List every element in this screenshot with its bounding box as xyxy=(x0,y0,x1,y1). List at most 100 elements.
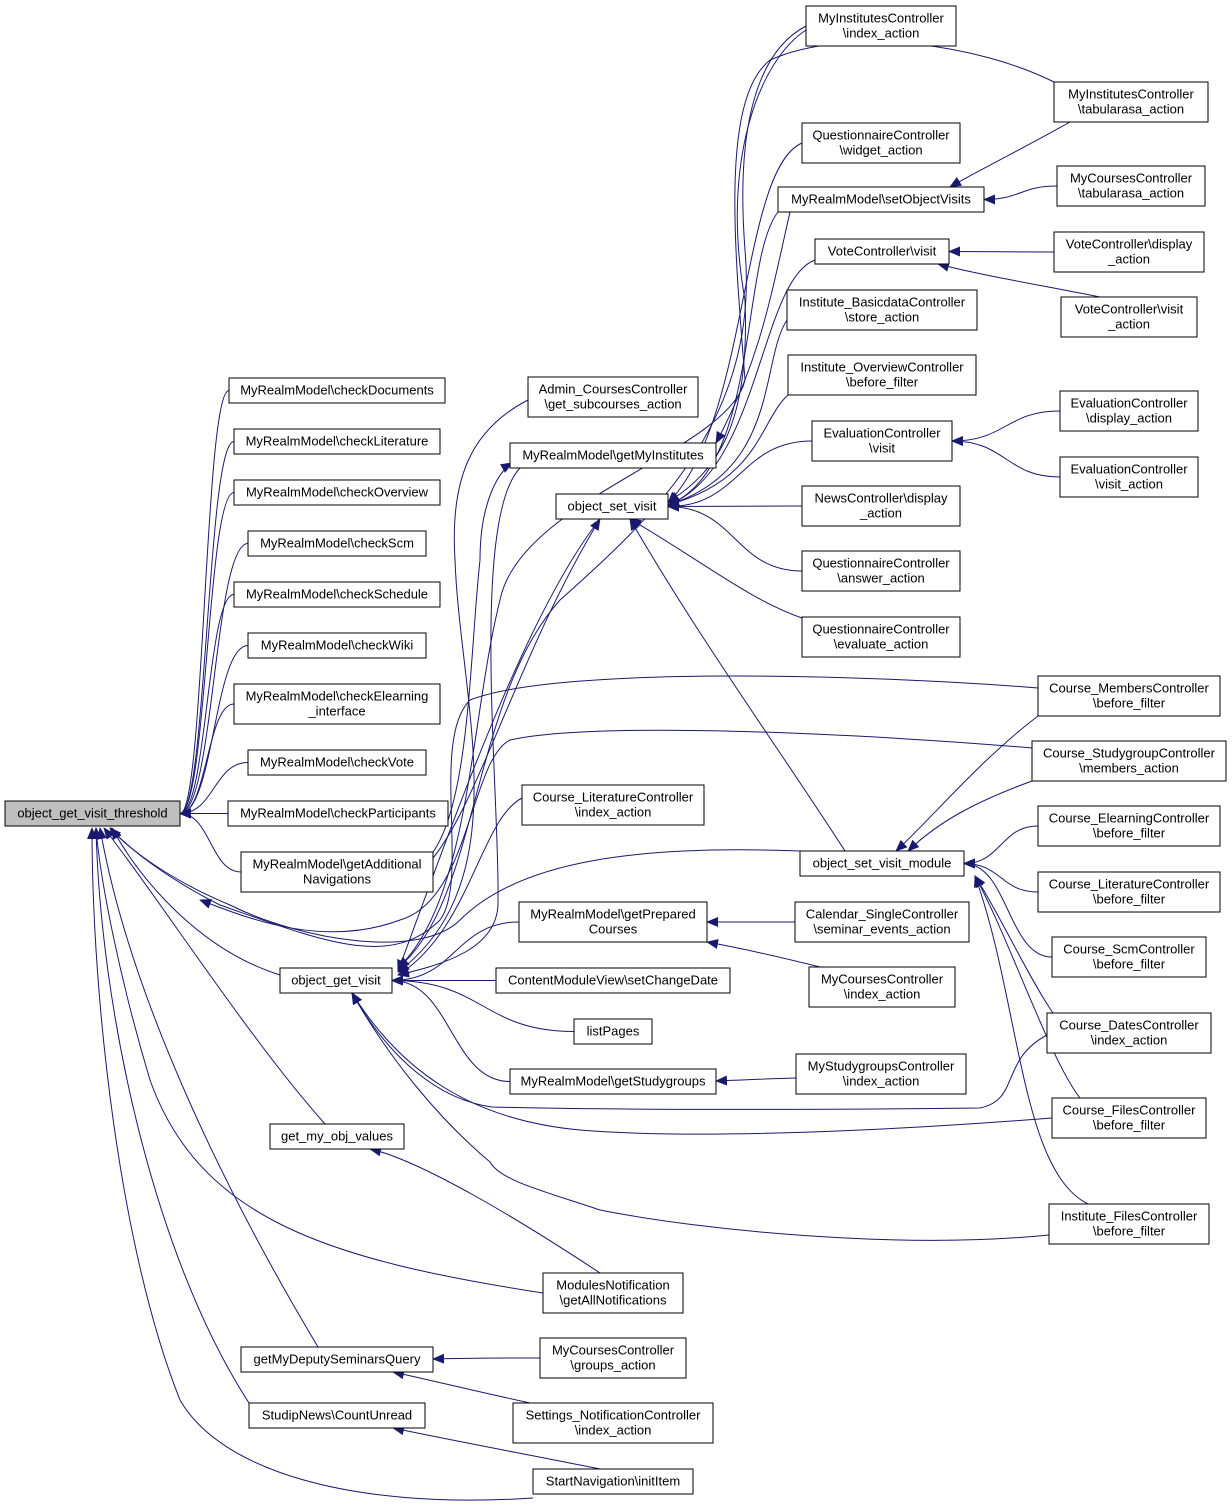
function-node-evaluationcontroller-visit-action[interactable]: EvaluationController\visit_action xyxy=(1059,456,1199,498)
node-label: _action xyxy=(1107,252,1150,267)
function-node-evaluationcontroller-display-action[interactable]: EvaluationController\display_action xyxy=(1059,390,1199,432)
function-node-course-filescontroller-before-filter[interactable]: Course_FilesController\before_filter xyxy=(1051,1097,1207,1139)
function-node-myrealmmodel-checkdocuments[interactable]: MyRealmModel\checkDocuments xyxy=(228,377,446,404)
call-edge-course-studygroupcontroller-members-action-to-object-set-visit-module xyxy=(907,780,1033,852)
node-label: _action xyxy=(1107,317,1150,332)
function-node-course-literaturecontroller-before-filter[interactable]: Course_LiteratureController\before_filte… xyxy=(1037,871,1221,913)
call-edge-mycoursescontroller-groups-action-to-getmydeputyseminarsquery xyxy=(432,1353,541,1364)
node-box xyxy=(795,1053,967,1095)
node-label: StartNavigation\initItem xyxy=(546,1474,680,1489)
function-node-object-set-visit[interactable]: object_set_visit xyxy=(555,493,669,520)
call-edge-object-get-visit-to-object-get-visit-threshold xyxy=(111,827,281,976)
function-node-myinstitutescontroller-index-action[interactable]: MyInstitutesController\index_action xyxy=(805,5,957,47)
function-node-myrealmmodel-checkliterature[interactable]: MyRealmModel\checkLiterature xyxy=(233,428,441,455)
function-node-contentmoduleview-setchangedate[interactable]: ContentModuleView\setChangeDate xyxy=(495,967,731,994)
call-edge-myrealmmodel-checkdocuments-to-object-get-visit-threshold xyxy=(179,390,230,819)
function-node-mycoursescontroller-groups-action[interactable]: MyCoursesController\groups_action xyxy=(539,1337,687,1379)
node-box xyxy=(805,5,957,47)
function-node-questionnairecontroller-widget-action[interactable]: QuestionnaireController\widget_action xyxy=(801,122,961,164)
function-node-myrealmmodel-checkschedule[interactable]: MyRealmModel\checkSchedule xyxy=(233,581,441,608)
function-node-institute-overviewcontroller-before-filter[interactable]: Institute_OverviewController\before_filt… xyxy=(787,354,977,396)
call-edge-evaluationcontroller-display-action-to-evaluationcontroller-visit xyxy=(951,410,1061,446)
node-label: \visit_action xyxy=(1095,477,1163,492)
node-label: object_get_visit xyxy=(291,973,381,988)
node-box xyxy=(527,376,699,418)
node-box xyxy=(801,122,961,164)
node-label: MyRealmModel\checkParticipants xyxy=(240,806,436,821)
node-box xyxy=(279,967,393,994)
function-node-institute-basicdatacontroller-store-action[interactable]: Institute_BasicdataController\store_acti… xyxy=(786,289,978,331)
function-node-modulesnotification-getallnotifications[interactable]: ModulesNotification\getAllNotifications xyxy=(542,1272,684,1314)
function-node-institute-filescontroller-before-filter[interactable]: Institute_FilesController\before_filter xyxy=(1048,1203,1210,1245)
node-label: QuestionnaireController xyxy=(812,128,950,143)
function-node-course-datescontroller-index-action[interactable]: Course_DatesController\index_action xyxy=(1046,1012,1212,1054)
function-node-settings-notificationcontroller-index-action[interactable]: Settings_NotificationController\index_ac… xyxy=(512,1402,714,1444)
node-label: \visit xyxy=(869,441,895,456)
node-box xyxy=(1056,165,1206,207)
node-label: \members_action xyxy=(1079,761,1179,776)
function-node-startnavigation-inititem[interactable]: StartNavigation\initItem xyxy=(532,1468,694,1495)
function-node-newscontroller-display-action[interactable]: NewsController\display_action xyxy=(801,485,961,527)
node-box xyxy=(1059,456,1199,498)
function-node-mystudygroupscontroller-index-action[interactable]: MyStudygroupsController\index_action xyxy=(795,1053,967,1095)
node-box xyxy=(269,1123,405,1150)
node-label: Settings_NotificationController xyxy=(526,1408,702,1423)
node-label: EvaluationController xyxy=(1070,462,1188,477)
call-edge-evaluationcontroller-visit-to-object-set-visit xyxy=(667,440,813,512)
function-node-object-get-visit[interactable]: object_get_visit xyxy=(279,967,393,994)
node-box xyxy=(1037,805,1221,847)
call-edge-myrealmmodel-checkoverview-to-object-get-visit-threshold xyxy=(179,492,235,819)
function-node-myrealmmodel-getstudygroups[interactable]: MyRealmModel\getStudygroups xyxy=(509,1068,717,1095)
root-node-object-get-visit-threshold[interactable]: object_get_visit_threshold xyxy=(4,800,181,827)
function-node-course-studygroupcontroller-members-action[interactable]: Course_StudygroupController\members_acti… xyxy=(1031,740,1227,782)
node-box xyxy=(808,966,956,1008)
function-node-myrealmmodel-checkelearning-interface[interactable]: MyRealmModel\checkElearning_interface xyxy=(233,683,441,725)
function-node-myrealmmodel-checkvote[interactable]: MyRealmModel\checkVote xyxy=(247,749,427,776)
function-node-listpages[interactable]: listPages xyxy=(573,1018,653,1045)
function-node-studipnews-countunread[interactable]: StudipNews\CountUnread xyxy=(248,1402,426,1429)
node-label: _interface xyxy=(307,704,365,719)
function-node-votecontroller-visit[interactable]: VoteController\visit xyxy=(814,238,950,265)
function-node-mycoursescontroller-tabularasa-action[interactable]: MyCoursesController\tabularasa_action xyxy=(1056,165,1206,207)
node-box xyxy=(240,1346,434,1373)
function-node-myrealmmodel-setobjectvisits[interactable]: MyRealmModel\setObjectVisits xyxy=(777,186,985,213)
node-label: \seminar_events_action xyxy=(813,922,950,937)
function-node-getmydeputyseminarsquery[interactable]: getMyDeputySeminarsQuery xyxy=(240,1346,434,1373)
function-node-mycoursescontroller-index-action[interactable]: MyCoursesController\index_action xyxy=(808,966,956,1008)
node-label: MyRealmModel\getAdditional xyxy=(252,857,421,872)
function-node-course-elearningcontroller-before-filter[interactable]: Course_ElearningController\before_filter xyxy=(1037,805,1221,847)
function-node-course-literaturecontroller-index-action[interactable]: Course_LiteratureController\index_action xyxy=(521,784,705,826)
function-node-myrealmmodel-checkparticipants[interactable]: MyRealmModel\checkParticipants xyxy=(227,800,449,827)
node-box xyxy=(532,1468,694,1495)
function-node-myrealmmodel-checkwiki[interactable]: MyRealmModel\checkWiki xyxy=(247,632,427,659)
function-node-myrealmmodel-checkoverview[interactable]: MyRealmModel\checkOverview xyxy=(233,479,441,506)
node-label: ContentModuleView\setChangeDate xyxy=(508,973,718,988)
function-node-get-my-obj-values[interactable]: get_my_obj_values xyxy=(269,1123,405,1150)
function-node-admin-coursescontroller-get-subcourses-action[interactable]: Admin_CoursesController\get_subcourses_a… xyxy=(527,376,699,418)
node-label: Calendar_SingleController xyxy=(806,907,959,922)
node-label: MyRealmModel\checkOverview xyxy=(246,485,429,500)
node-box xyxy=(799,850,965,877)
call-edge-myrealmmodel-getadditionalnavigations-to-object-set-visit xyxy=(432,518,601,859)
function-node-questionnairecontroller-answer-action[interactable]: QuestionnaireController\answer_action xyxy=(801,550,961,592)
function-node-object-set-visit-module[interactable]: object_set_visit_module xyxy=(799,850,965,877)
node-label: \index_action xyxy=(843,26,920,41)
function-node-evaluationcontroller-visit[interactable]: EvaluationController\visit xyxy=(811,420,953,462)
function-node-myinstitutescontroller-tabularasa-action[interactable]: MyInstitutesController\tabularasa_action xyxy=(1053,81,1209,123)
node-box xyxy=(1046,1012,1212,1054)
function-node-myrealmmodel-checkscm[interactable]: MyRealmModel\checkScm xyxy=(247,530,427,557)
function-node-questionnairecontroller-evaluate-action[interactable]: QuestionnaireController\evaluate_action xyxy=(801,616,961,658)
function-node-course-scmcontroller-before-filter[interactable]: Course_ScmController\before_filter xyxy=(1051,936,1207,978)
call-edge-votecontroller-visit-to-object-set-visit xyxy=(667,259,816,506)
function-node-course-memberscontroller-before-filter[interactable]: Course_MembersController\before_filter xyxy=(1037,675,1221,717)
node-box xyxy=(1051,936,1207,978)
node-label: \index_action xyxy=(575,805,652,820)
node-label: EvaluationController xyxy=(1070,396,1188,411)
function-node-votecontroller-visit-action[interactable]: VoteController\visit_action xyxy=(1060,296,1198,338)
function-node-myrealmmodel-getmyinstitutes[interactable]: MyRealmModel\getMyInstitutes xyxy=(509,442,717,469)
function-node-calendar-singlecontroller-seminar-events-action[interactable]: Calendar_SingleController\seminar_events… xyxy=(794,901,970,943)
call-edge-course-studygroupcontroller-members-action-to-object-get-visit-threshold xyxy=(199,729,1033,933)
function-node-votecontroller-display-action[interactable]: VoteController\display_action xyxy=(1053,231,1205,273)
